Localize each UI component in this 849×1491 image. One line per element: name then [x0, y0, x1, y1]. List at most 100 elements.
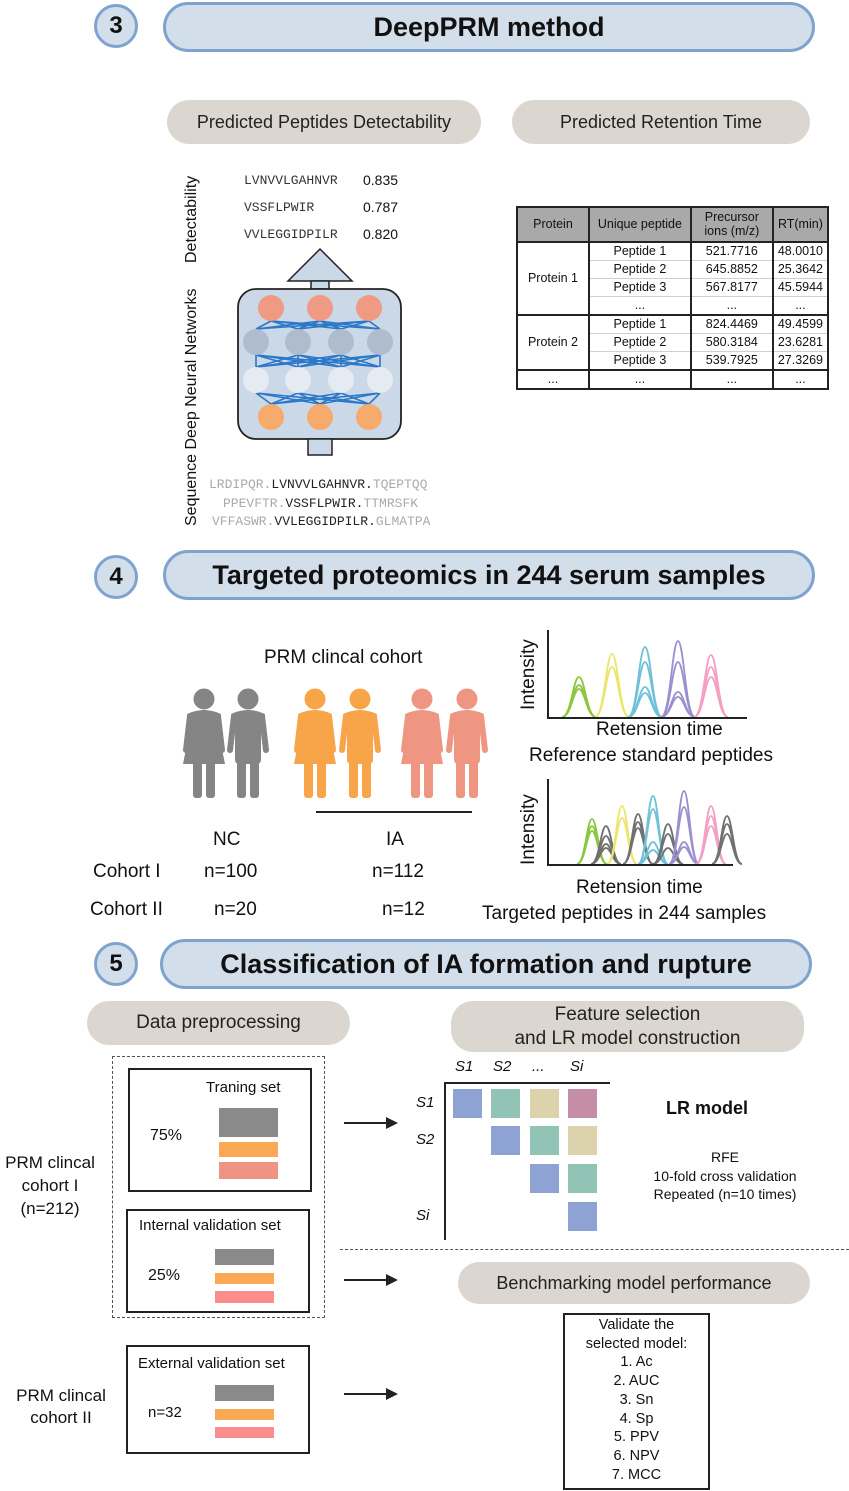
- cohort-1-label-line-2: cohort I: [21, 1176, 79, 1195]
- chrom1-ylabel: Intensity: [518, 639, 539, 710]
- validate-item: 7. MCC: [611, 1466, 662, 1483]
- nn-node: [258, 295, 284, 321]
- reference-chromatogram: [547, 630, 747, 719]
- cohort-people: [183, 688, 488, 798]
- cohort-1-label-line-1: PRM clincal: [5, 1153, 95, 1172]
- input-arrow-stem: [307, 438, 333, 456]
- targeted-peak: [695, 825, 727, 865]
- pill-predicted-retention-time: Predicted Retention Time: [512, 100, 810, 144]
- mz-cell: 645.8852: [689, 260, 774, 279]
- matrix-cell: [568, 1202, 597, 1231]
- person-male-icon: [227, 688, 269, 798]
- external-validation-n: n=32: [148, 1404, 182, 1421]
- targeted-peak: [637, 808, 669, 865]
- prediction-peptide: LVNVVLGAHNVR: [244, 173, 338, 188]
- validate-model-box: [563, 1313, 710, 1490]
- nn-link: [340, 320, 370, 330]
- peptide-cell: Peptide 3: [587, 278, 692, 297]
- ia-group-line: [316, 811, 472, 813]
- matrix-col-label: ...: [532, 1058, 545, 1075]
- mz-cell: ...: [689, 369, 774, 390]
- lr-detail-cv: 10-fold cross validation: [653, 1167, 797, 1184]
- peptide-cell: Peptide 3: [587, 351, 692, 371]
- nn-link: [319, 392, 381, 405]
- targeted-peak: [711, 833, 743, 865]
- nn-node: [307, 295, 333, 321]
- section-4-title: Targeted proteomics in 244 serum samples: [163, 550, 815, 600]
- peptide-cell: Peptide 1: [587, 241, 692, 261]
- reference-peak: [693, 676, 729, 718]
- reference-peak: [660, 696, 696, 718]
- matrix-row-label: S1: [416, 1094, 435, 1111]
- matrix-cell: [530, 1089, 559, 1118]
- flank-post: TQEPTQQ: [372, 477, 428, 492]
- col-protein: Protein: [516, 206, 590, 243]
- mz-cell: 824.4469: [689, 314, 774, 334]
- table-row: .........: [517, 296, 830, 316]
- flank-pre: VFFASWR.: [212, 514, 275, 529]
- prediction-peptide: VVLEGGIDPILR: [244, 227, 338, 242]
- internal-validation-pct: 25%: [148, 1267, 181, 1284]
- matrix-axis-left: [444, 1082, 446, 1240]
- output-arrow-stem: [310, 280, 330, 290]
- rt-cell: 27.3269: [771, 351, 830, 371]
- cohort-title: PRM clincal cohort: [264, 647, 423, 668]
- nn-node: [285, 367, 311, 393]
- targeted-peak: [637, 841, 669, 865]
- training-bar-nc: [219, 1108, 278, 1137]
- nn-link: [368, 320, 381, 330]
- person-female-icon: [183, 688, 225, 798]
- nn-link: [297, 320, 370, 330]
- cohort-1-ia: n=112: [372, 861, 424, 882]
- matrix-cell: [530, 1164, 559, 1193]
- rt-cell: 25.3642: [771, 260, 830, 279]
- peptide-cell: Peptide 2: [587, 260, 692, 279]
- input-sequence: VFFASWR.VVLEGGIDPILR.GLMATPA: [212, 514, 430, 529]
- nn-link: [255, 354, 381, 368]
- nc-label: NC: [213, 829, 241, 850]
- targeted-peak: [606, 817, 638, 865]
- detectability-axis-label: Detectability: [183, 175, 200, 263]
- nn-node: [243, 329, 269, 355]
- cohort-1-group-label: PRM clincal cohort I (n=212): [0, 1151, 100, 1220]
- validate-item: Validate the: [598, 1317, 675, 1333]
- matrix-cell: [530, 1126, 559, 1155]
- nn-node: [356, 295, 382, 321]
- targeted-peak: [637, 849, 669, 865]
- validate-item: 5. PPV: [613, 1429, 660, 1446]
- mz-cell: 539.7925: [689, 351, 774, 371]
- reference-peak: [627, 686, 663, 718]
- nn-link: [270, 392, 299, 405]
- matrix-row-label: S2: [416, 1131, 435, 1148]
- training-bar-ia1: [219, 1142, 278, 1157]
- external-bar-ia2: [215, 1427, 274, 1438]
- core-peptide: LVNVVLGAHNVR.: [271, 477, 373, 492]
- cohort-1-nc: n=100: [204, 861, 258, 882]
- nn-link: [297, 354, 381, 368]
- reference-peak: [594, 653, 630, 718]
- matrix-cell: [568, 1164, 597, 1193]
- cohort-2-label: Cohort II: [90, 899, 163, 920]
- chrom1-axes: [547, 630, 747, 719]
- targeted-chromatogram: [547, 779, 743, 866]
- section-3-number: 3: [94, 4, 138, 48]
- pill-feature-selection: Feature selection and LR model construct…: [451, 1001, 804, 1052]
- nn-node: [258, 404, 284, 430]
- validate-item: 1. Ac: [620, 1354, 653, 1371]
- peptide-cell: Peptide 1: [587, 314, 692, 334]
- chrom2-xlabel: Retension time: [576, 877, 703, 898]
- matrix-col-label: S2: [493, 1058, 512, 1075]
- person-female-icon: [401, 688, 443, 798]
- reference-peak: [627, 692, 663, 718]
- nn-link: [340, 392, 370, 405]
- cohort-2-label-line-2: cohort II: [30, 1408, 92, 1427]
- pill-predicted-detectability: Predicted Peptides Detectability: [167, 100, 481, 144]
- nn-link: [270, 392, 381, 405]
- external-validation-title: External validation set: [138, 1355, 285, 1372]
- nn-link: [270, 320, 381, 330]
- prediction-peptide: VSSFLPWIR: [244, 200, 315, 215]
